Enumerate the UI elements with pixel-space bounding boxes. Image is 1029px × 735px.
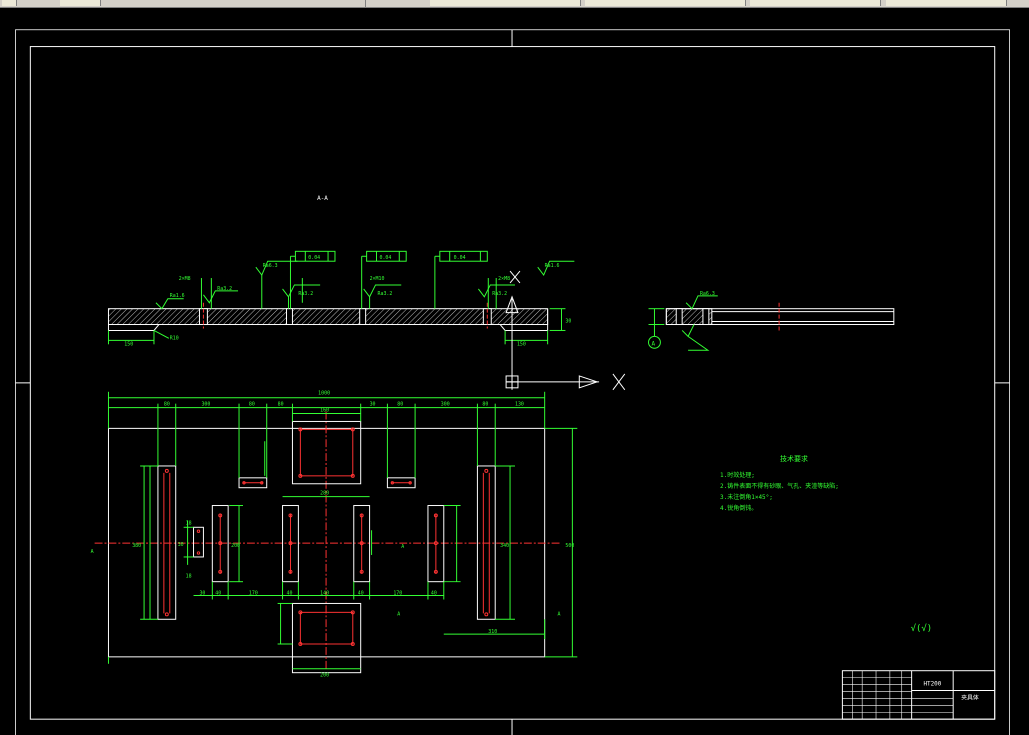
dim-label: 80 — [278, 402, 284, 408]
dim-label: 150 — [124, 341, 133, 347]
tolerance-value: 0.04 — [308, 255, 320, 261]
layer-dropdown[interactable] — [430, 0, 581, 6]
hole-note: 2×M8 — [498, 276, 510, 282]
slot — [193, 526, 204, 558]
dim-label: 340 — [500, 543, 509, 549]
tolerance-value: 0.04 — [454, 255, 466, 261]
dim-label: 200 — [320, 673, 329, 679]
roughness-label: Ra6.3 — [700, 291, 715, 297]
cut-marker: A — [91, 549, 94, 555]
dim-label: 200 — [231, 543, 240, 549]
dim-label: 160 — [320, 408, 329, 414]
section-hatch — [107, 308, 549, 326]
drawing-canvas[interactable]: A-A Ra1.6 Ra3.2 Ra6.3 Ra3.2 Ra3.2 — [0, 8, 1029, 735]
roughness-label: Ra1.6 — [545, 263, 560, 269]
roughness-symbol: √(√) — [911, 623, 932, 634]
dim-label: 300 — [441, 402, 450, 408]
material-label: HT200 — [923, 681, 941, 688]
tech-note-line: 1.时效处理; — [720, 472, 755, 479]
dim-label: 18 — [186, 574, 192, 580]
dim-label: 300 — [201, 402, 210, 408]
lineweight-dropdown[interactable] — [750, 0, 881, 6]
cut-marker: A — [401, 544, 404, 550]
roughness-label: Ra6.3 — [263, 263, 278, 269]
tech-note-line: 3.未注倒角1×45°; — [720, 494, 773, 501]
dim-label: 40 — [287, 591, 293, 597]
datum-label: A — [651, 340, 655, 347]
dim-label: 170 — [249, 591, 258, 597]
section-outline-right — [499, 308, 549, 331]
slot — [238, 477, 268, 489]
pocket-inner — [299, 611, 354, 645]
dim-label: 80 — [164, 402, 170, 408]
dim-label: 30 — [370, 402, 376, 408]
slot — [282, 505, 299, 583]
forward-button[interactable] — [60, 0, 101, 6]
tech-notes-title: 技术要求 — [780, 455, 808, 463]
dim-label: 130 — [515, 402, 524, 408]
dim-label: 80 — [397, 402, 403, 408]
roughness-label: Ra3.2 — [298, 291, 313, 297]
section-label: A-A — [317, 195, 328, 202]
pocket-inner — [299, 428, 354, 477]
dim-label: 80 — [482, 402, 488, 408]
slot — [427, 505, 445, 583]
plan-view: 1000 80 300 80 160 80 30 80 300 80 130 2… — [91, 391, 578, 679]
roughness-label: Ra1.6 — [170, 293, 185, 299]
dim-label: 30 — [199, 591, 205, 597]
dim-label: 30 — [565, 319, 571, 325]
dim-label: 18 — [186, 520, 192, 526]
linetype-dropdown[interactable] — [585, 0, 746, 6]
title-block — [841, 670, 996, 720]
section-outline — [107, 324, 160, 331]
tech-note-line: 2.铸件表面不得有砂眼、气孔、夹渣等缺陷; — [720, 483, 839, 490]
dim-label: 40 — [215, 591, 221, 597]
section-hole — [359, 308, 367, 326]
dim-label: 30 — [178, 542, 184, 548]
plotstyle-dropdown[interactable] — [886, 0, 1007, 6]
section-dimensions — [107, 278, 566, 345]
section-hole — [286, 308, 293, 326]
side-view: Ra6.3 A — [648, 291, 895, 351]
dim-label: 280 — [320, 491, 329, 497]
dim-label: 310 — [488, 629, 497, 635]
slot — [386, 477, 416, 489]
hole-note: 2×M8 — [179, 276, 191, 282]
tolerance-frames — [289, 250, 488, 309]
roughness-label: Ra3.2 — [492, 291, 507, 297]
dim-label: 170 — [393, 591, 402, 597]
part-name-label: 夹具体 — [961, 693, 979, 701]
plan-dimensions — [107, 391, 578, 670]
dim-label: 40 — [431, 591, 437, 597]
dim-label: 380 — [132, 543, 141, 549]
tech-note-line: 4.锐角倒钝。 — [720, 505, 758, 512]
cut-marker: A — [397, 611, 400, 617]
toolbar — [0, 0, 1029, 8]
drawing-svg[interactable]: A-A Ra1.6 Ra3.2 Ra6.3 Ra3.2 Ra3.2 — [0, 8, 1029, 735]
hole-marks — [164, 427, 489, 646]
roughness-callouts — [155, 260, 575, 310]
dim-label: 1000 — [318, 391, 330, 397]
pocket — [291, 602, 362, 674]
tolerance-value: 0.04 — [379, 255, 391, 261]
slot — [476, 465, 496, 620]
back-button[interactable] — [2, 0, 17, 6]
slot — [353, 505, 371, 583]
dim-label: 80 — [249, 402, 255, 408]
dim-label: 40 — [358, 591, 364, 597]
dim-label: 140 — [320, 591, 329, 597]
cut-marker: A — [558, 611, 561, 617]
roughness-label: Ra3.2 — [217, 286, 232, 292]
roughness-label: Ra3.2 — [378, 291, 393, 297]
pocket — [291, 420, 362, 485]
slot — [157, 465, 177, 620]
dim-label: 150 — [517, 341, 526, 347]
dim-label: 500 — [565, 543, 574, 549]
datum-circle — [648, 335, 661, 349]
slot — [211, 505, 229, 583]
hole-note: 2×M10 — [370, 276, 385, 282]
ucs-icon — [505, 270, 626, 391]
dim-label: R10 — [170, 335, 179, 341]
section-view: Ra1.6 Ra3.2 Ra6.3 Ra3.2 Ra3.2 Ra1.6 Ra3.… — [107, 250, 575, 347]
